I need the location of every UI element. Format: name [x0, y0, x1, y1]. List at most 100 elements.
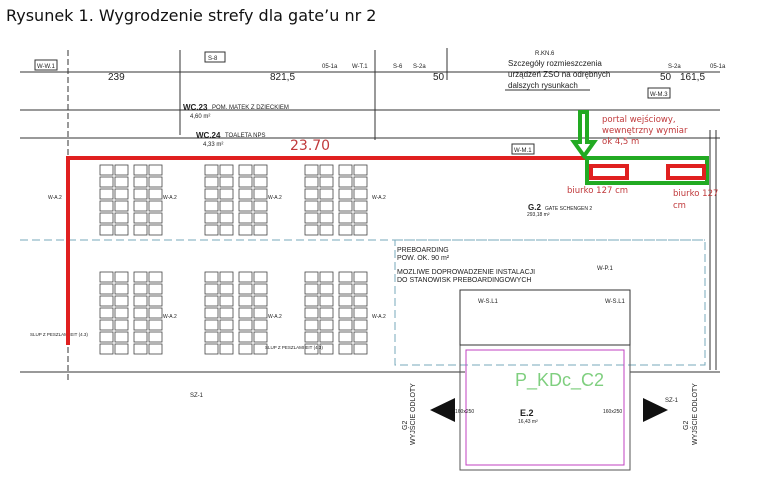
seat: [99, 188, 114, 200]
seat: [148, 176, 163, 188]
portal-label-1: portal wejściowy,: [602, 114, 676, 125]
seat: [133, 176, 148, 188]
seat: [253, 176, 268, 188]
seat: [304, 271, 319, 283]
floor-plan: W-W.1 S-8 05-1a W-T.1 S-6 S-2a R.KN.6 S-…: [20, 48, 726, 471]
seat: [204, 319, 219, 331]
tag-rkn6: R.KN.6: [535, 51, 555, 57]
seat: [338, 307, 353, 319]
seat: [148, 188, 163, 200]
tag-wa2: W-A.2: [372, 314, 386, 320]
seat: [319, 307, 334, 319]
seat: [238, 176, 253, 188]
exit-right-g2: G2: [683, 421, 690, 430]
tag-05-2: 05-1a: [710, 64, 726, 70]
e2-code: E.2: [520, 408, 534, 418]
seat: [219, 188, 234, 200]
seat: [253, 331, 268, 343]
gate-area: 293,18 m²: [527, 212, 550, 218]
seat: [353, 212, 368, 224]
tag-sz1-2: SZ-1: [665, 398, 679, 404]
desk2-label-1: biurko 127: [673, 189, 718, 199]
seat: [304, 164, 319, 176]
pkdc-label: P_KDc_C2: [515, 370, 604, 391]
seat: [253, 200, 268, 212]
seat: [253, 212, 268, 224]
tag-wp1: W-P.1: [597, 266, 613, 272]
seat: [319, 212, 334, 224]
seat: [148, 343, 163, 355]
seat: [304, 343, 319, 355]
seat: [114, 188, 129, 200]
seat: [114, 319, 129, 331]
wc23-code: WC.23: [183, 103, 208, 112]
seat: [204, 307, 219, 319]
seat: [114, 283, 129, 295]
seat: [338, 319, 353, 331]
seat: [219, 271, 234, 283]
seat: [148, 295, 163, 307]
seat: [338, 164, 353, 176]
seat: [353, 188, 368, 200]
seat: [219, 176, 234, 188]
tag-wt1: W-T.1: [352, 64, 368, 70]
seat: [99, 331, 114, 343]
seat: [304, 176, 319, 188]
desk-2: [666, 164, 706, 180]
seat: [204, 331, 219, 343]
gate-code: G.2: [528, 203, 541, 212]
seat: [238, 319, 253, 331]
pillar-note: SLUP Z PESZLAMI EIT (4.3): [30, 332, 88, 337]
preboarding-area: POW. OK. 90 m²: [397, 255, 450, 262]
seat: [353, 164, 368, 176]
seat: [338, 212, 353, 224]
seat: [133, 331, 148, 343]
exit-left-g2: G2: [402, 421, 409, 430]
portal-label-3: ok 4,5 m: [602, 137, 639, 147]
seat: [338, 224, 353, 236]
desk2-label-2: cm: [673, 201, 686, 211]
seat: [133, 307, 148, 319]
seat: [319, 271, 334, 283]
seat: [253, 271, 268, 283]
seat: [353, 283, 368, 295]
seat: [319, 331, 334, 343]
dim-50: 50: [433, 72, 445, 83]
seat: [99, 343, 114, 355]
wc23-area: 4,60 m²: [190, 114, 210, 120]
seat: [99, 319, 114, 331]
seat: [253, 319, 268, 331]
entry-portal-box: [585, 156, 709, 185]
seat: [219, 164, 234, 176]
seat: [353, 176, 368, 188]
exit-arrow-right-icon: [643, 398, 668, 422]
seat: [319, 188, 334, 200]
tag-sz1: SZ-1: [190, 393, 204, 399]
seat: [114, 212, 129, 224]
e2-area: 16,43 m²: [518, 419, 538, 425]
seat: [148, 271, 163, 283]
seat: [148, 319, 163, 331]
seat: [204, 343, 219, 355]
seat: [238, 200, 253, 212]
seat: [304, 224, 319, 236]
seat: [304, 283, 319, 295]
seat: [99, 307, 114, 319]
seat: [338, 331, 353, 343]
seat: [353, 307, 368, 319]
tag-s6: S-6: [393, 64, 403, 70]
seat: [133, 164, 148, 176]
seat: [204, 212, 219, 224]
seat: [319, 176, 334, 188]
seat: [219, 224, 234, 236]
dim-239: 239: [108, 72, 125, 83]
seat: [133, 212, 148, 224]
seat: [114, 200, 129, 212]
seat: [338, 200, 353, 212]
tag-wa2: W-A.2: [48, 195, 62, 201]
seat: [99, 271, 114, 283]
seat: [204, 200, 219, 212]
seat: [133, 224, 148, 236]
seat: [304, 331, 319, 343]
arrow-down-icon: [570, 110, 598, 160]
